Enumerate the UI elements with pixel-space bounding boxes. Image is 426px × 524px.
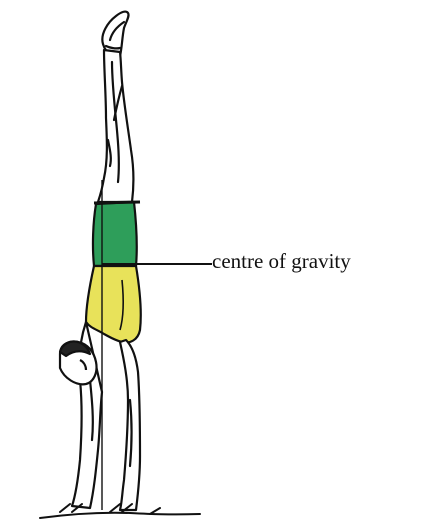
centre-of-gravity-label: centre of gravity [212, 251, 351, 272]
shirt [93, 202, 140, 266]
legs [98, 50, 133, 202]
shorts [86, 266, 141, 343]
